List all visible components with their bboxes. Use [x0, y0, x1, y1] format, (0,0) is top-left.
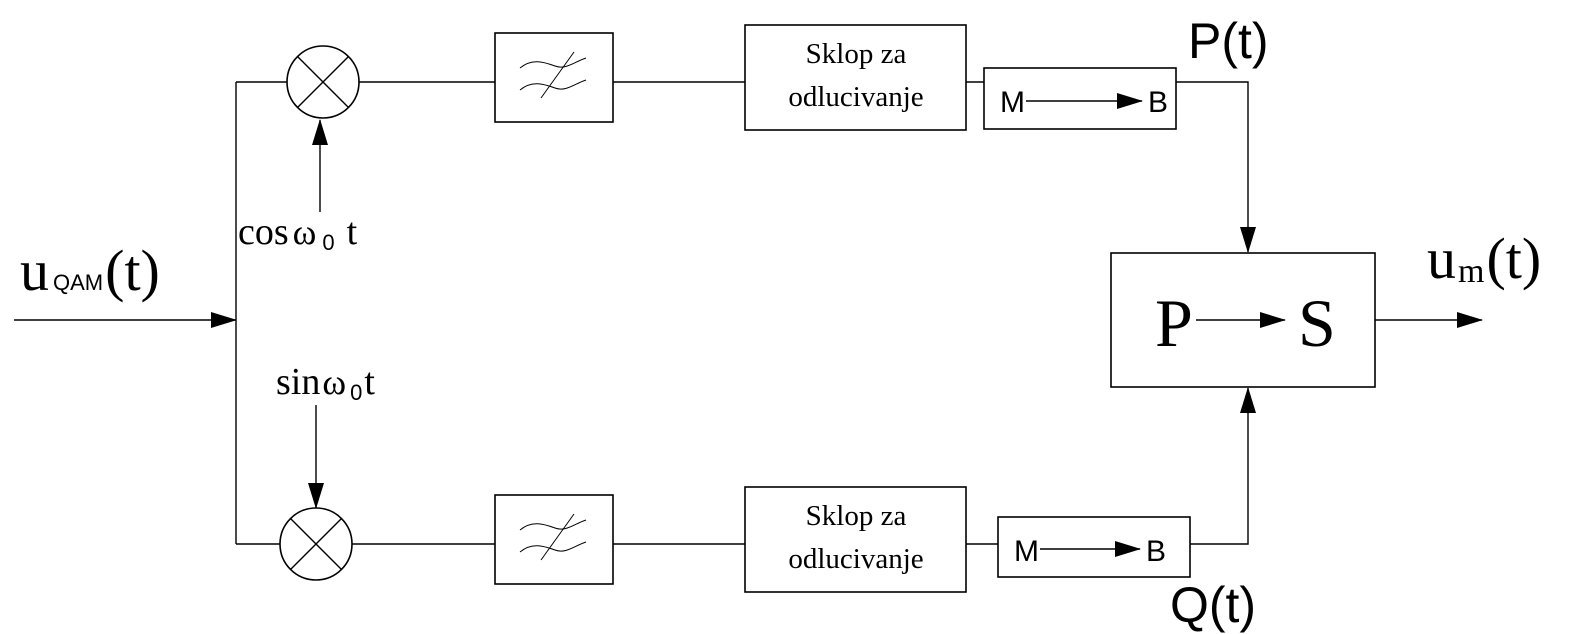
- ps-from-label: P: [1155, 285, 1193, 361]
- top-decision-block: Sklop za odlucivanje: [744, 24, 967, 131]
- decision-block-line1: Sklop za: [806, 500, 907, 532]
- signal-wires: [14, 81, 1483, 545]
- lowpass-filter-icon: [519, 57, 587, 69]
- ps-to-label: S: [1298, 285, 1336, 361]
- decision-block-line1: Sklop za: [806, 38, 907, 70]
- decision-block-line2: odlucivanje: [788, 543, 923, 575]
- output-signal-label: um(t): [1427, 226, 1541, 291]
- bottom-decision-block: Sklop za odlucivanje: [744, 486, 967, 593]
- bottom-branch-output-label: Q(t): [1170, 577, 1256, 633]
- bottom-lowpass-filter: [494, 494, 614, 585]
- converter-from-label: M: [1000, 86, 1025, 119]
- top-mixer: [286, 45, 360, 119]
- lowpass-filter-icon: [519, 519, 587, 531]
- converter-to-label: B: [1148, 86, 1168, 119]
- decision-block-line2: odlucivanje: [788, 81, 923, 113]
- top-lowpass-filter: [494, 32, 614, 123]
- bottom-converter-block: M B: [997, 516, 1191, 578]
- converter-to-label: B: [1146, 535, 1166, 568]
- top-branch-output-label: P(t): [1188, 13, 1269, 69]
- parallel-to-serial-block: P S: [1110, 252, 1376, 388]
- top-converter-to-ps-wire: [1176, 81, 1256, 253]
- bottom-mixer: [279, 507, 353, 581]
- converter-from-label: M: [1014, 535, 1039, 568]
- top-converter-block: M B: [983, 67, 1177, 130]
- bottom-converter-to-ps-wire: [1190, 387, 1256, 545]
